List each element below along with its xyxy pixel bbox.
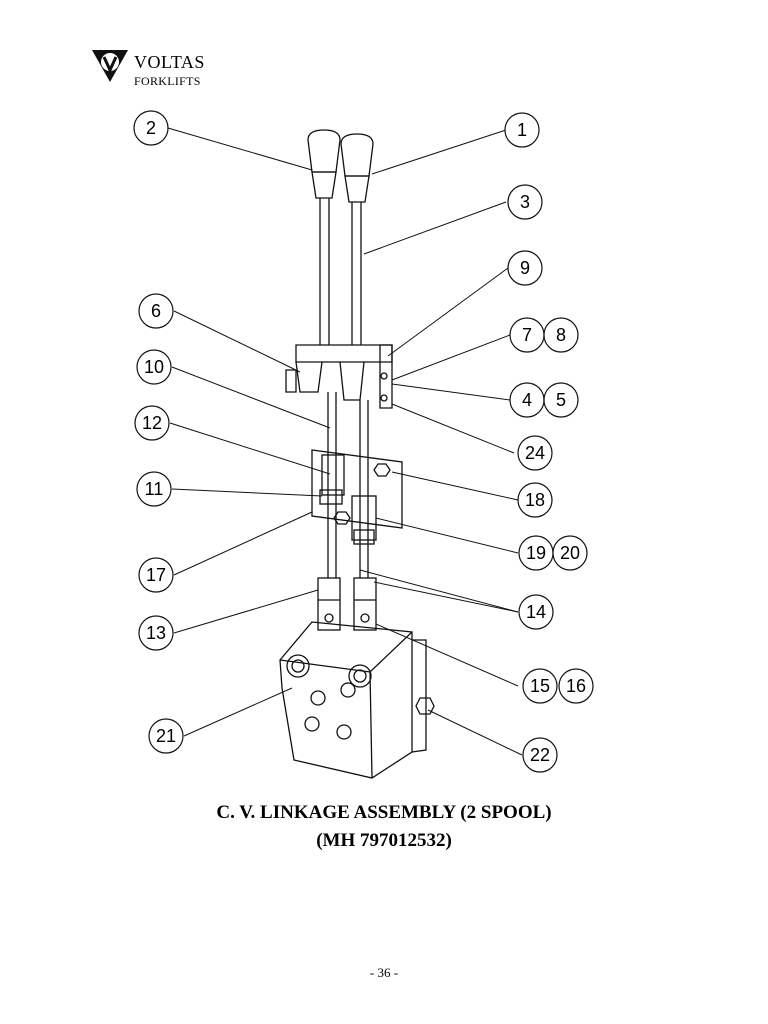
callout-16-circle [558, 668, 594, 704]
callout-1: 1 [517, 120, 527, 140]
callout-6: 6 [151, 301, 161, 321]
voltas-emblem-icon [92, 50, 128, 82]
brand-subtitle: FORKLIFTS [134, 74, 201, 88]
callout-4: 4 [522, 390, 532, 410]
callout-11: 11 [145, 479, 164, 499]
page-number: - 36 - [369, 965, 399, 980]
assembly-drawing [279, 129, 435, 779]
callout-8-circle [543, 317, 579, 353]
callout-12-circle [134, 405, 170, 441]
callout-12: 12 [142, 413, 162, 433]
callout-15-circle [522, 668, 558, 704]
callout-22: 22 [530, 745, 550, 765]
diagram-title: C. V. LINKAGE ASSEMBLY (2 SPOOL) [216, 802, 552, 823]
leader-lines [167, 127, 523, 756]
callout-14: 14 [526, 602, 546, 622]
callout-2-circle [133, 110, 169, 146]
linkage-assembly-diagram: 2 1 3 9 6 7 8 10 4 5 12 24 11 18 17 19 2… [133, 110, 594, 779]
callout-19: 19 [526, 543, 546, 563]
callout-16: 16 [566, 676, 586, 696]
callout-13: 13 [146, 623, 166, 643]
callout-5: 5 [556, 390, 566, 410]
callout-14-circle [518, 594, 554, 630]
callout-18: 18 [525, 490, 545, 510]
callout-8: 8 [556, 325, 566, 345]
callout-7: 7 [522, 325, 532, 345]
callout-21: 21 [156, 726, 176, 746]
callout-20-circle [552, 535, 588, 571]
callout-15: 15 [530, 676, 550, 696]
callout-6-circle [138, 293, 174, 329]
callout-24-circle [517, 435, 553, 471]
callout-20: 20 [560, 543, 580, 563]
callout-5-circle [543, 382, 579, 418]
callout-10-circle [136, 349, 172, 385]
callout-18-circle [517, 482, 553, 518]
callout-1-circle [504, 112, 540, 148]
callout-22-circle [522, 737, 558, 773]
callout-3: 3 [520, 192, 530, 212]
callout-9-circle [507, 250, 543, 286]
brand-name: VOLTAS [134, 52, 205, 72]
callout-3-circle [507, 184, 543, 220]
callout-13-circle [138, 615, 174, 651]
callout-11-circle [136, 471, 172, 507]
voltas-logo: VOLTAS FORKLIFTS [92, 44, 242, 94]
callout-9: 9 [520, 258, 530, 278]
callout-10: 10 [144, 357, 164, 377]
diagram-part-number: (MH 797012532) [316, 830, 452, 851]
callout-24: 24 [525, 443, 545, 463]
callout-2: 2 [146, 118, 156, 138]
callout-17-circle [138, 557, 174, 593]
callout-21-circle [148, 718, 184, 754]
callout-17: 17 [146, 565, 166, 585]
callout-circles [133, 110, 594, 773]
